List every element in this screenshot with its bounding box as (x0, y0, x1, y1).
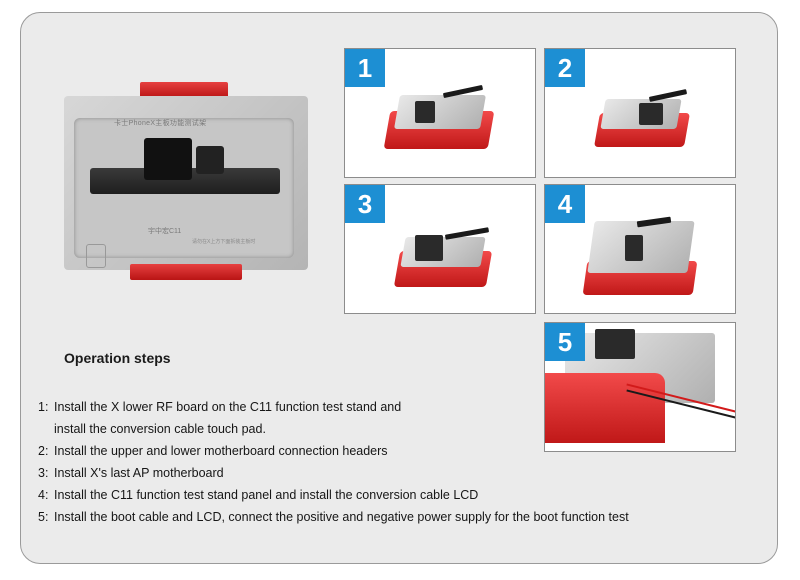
step-number: 4: (38, 488, 49, 502)
fixture-model-text: 宇中宏C11 (148, 228, 182, 235)
step-item-5: 5: Install the boot cable and LCD, connec… (38, 510, 629, 525)
step-text: Install the X lower RF board on the C11 … (54, 400, 402, 414)
step-text-continued: install the conversion cable touch pad. (54, 422, 266, 436)
step-item-1: 1: Install the X lower RF board on the C1… (38, 400, 629, 437)
step-number: 5: (38, 510, 49, 524)
top-red-clamp (140, 82, 228, 98)
fixture-plate: 卡士PhoneX主板功能测试架 宇中宏C11 请勿在X上方下面拆装主板时 (64, 96, 308, 270)
step-item-3: 3: Install X's last AP motherboard (38, 466, 629, 481)
step-number: 2: (38, 444, 49, 458)
step-thumbnail-2: 2 (544, 48, 736, 178)
step-item-2: 2: Install the upper and lower motherboar… (38, 444, 629, 459)
step-thumbnail-5: 5 (544, 322, 736, 452)
operation-steps-heading: Operation steps (64, 350, 171, 366)
step-thumbnail-1: 1 (344, 48, 536, 178)
step-badge-2: 2 (545, 49, 585, 87)
step-text: Install the upper and lower motherboard … (54, 444, 388, 458)
step-badge-3: 3 (345, 185, 385, 223)
step-number: 1: (38, 400, 49, 414)
operation-steps-list: 1: Install the X lower RF board on the C1… (38, 400, 629, 532)
step-badge-5: 5 (545, 323, 585, 361)
step-text: Install X's last AP motherboard (54, 466, 224, 480)
camera-module-small (196, 146, 224, 174)
bottom-red-clamp (130, 264, 242, 280)
step-text: Install the boot cable and LCD, connect … (54, 510, 629, 524)
step-number: 3: (38, 466, 49, 480)
step-item-4: 4: Install the C11 function test stand pa… (38, 488, 629, 503)
fixture-brand-text: 卡士PhoneX主板功能测试架 (114, 120, 207, 127)
step-text: Install the C11 function test stand pane… (54, 488, 479, 502)
fixture-note-text: 请勿在X上方下面拆装主板时 (192, 239, 256, 245)
step-thumbnail-4: 4 (544, 184, 736, 314)
step-badge-4: 4 (545, 185, 585, 223)
fixture-photo: 卡士PhoneX主板功能测试架 宇中宏C11 请勿在X上方下面拆装主板时 (64, 82, 308, 282)
camera-module (144, 138, 192, 180)
step-badge-1: 1 (345, 49, 385, 87)
step-thumbnail-3: 3 (344, 184, 536, 314)
fixture-cutout (86, 244, 106, 268)
